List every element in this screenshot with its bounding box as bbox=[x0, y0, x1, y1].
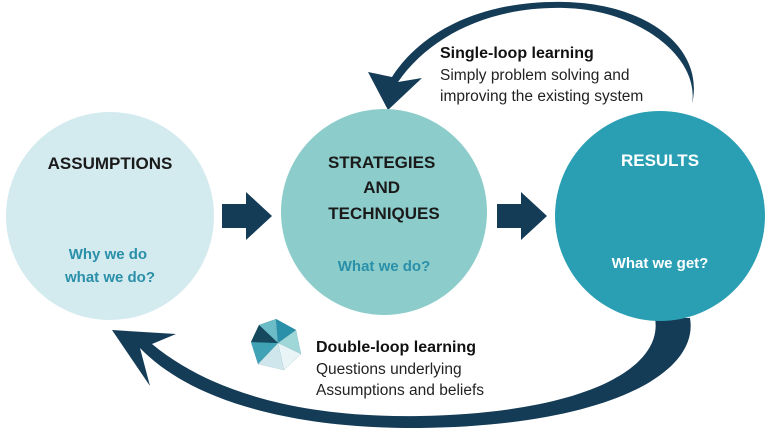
single-loop-arrow bbox=[368, 1, 694, 110]
arrow-strategies-to-results-icon bbox=[497, 192, 547, 240]
results-title: RESULTS bbox=[621, 151, 699, 170]
assumptions-subtitle: Why we do what we do? bbox=[64, 246, 155, 286]
double-loop-arrow bbox=[112, 318, 691, 429]
arrow-assumptions-to-strategies-icon bbox=[222, 192, 272, 240]
polyhedron-logo-icon bbox=[251, 319, 301, 370]
strategies-circle bbox=[281, 109, 487, 315]
double-loop-heading: Double-loop learning bbox=[316, 339, 476, 356]
assumptions-circle bbox=[6, 112, 214, 320]
results-circle bbox=[555, 111, 765, 321]
strategies-subtitle: What we do? bbox=[338, 258, 431, 275]
double-loop-description: Questions underlying Assumptions and bel… bbox=[316, 361, 484, 399]
strategies-title: STRATEGIES AND TECHNIQUES bbox=[328, 153, 440, 223]
assumptions-title: ASSUMPTIONS bbox=[48, 154, 173, 173]
single-loop-heading: Single-loop learning bbox=[440, 45, 594, 62]
single-loop-description: Simply problem solving and improving the… bbox=[440, 67, 643, 105]
results-subtitle: What we get? bbox=[612, 255, 709, 272]
